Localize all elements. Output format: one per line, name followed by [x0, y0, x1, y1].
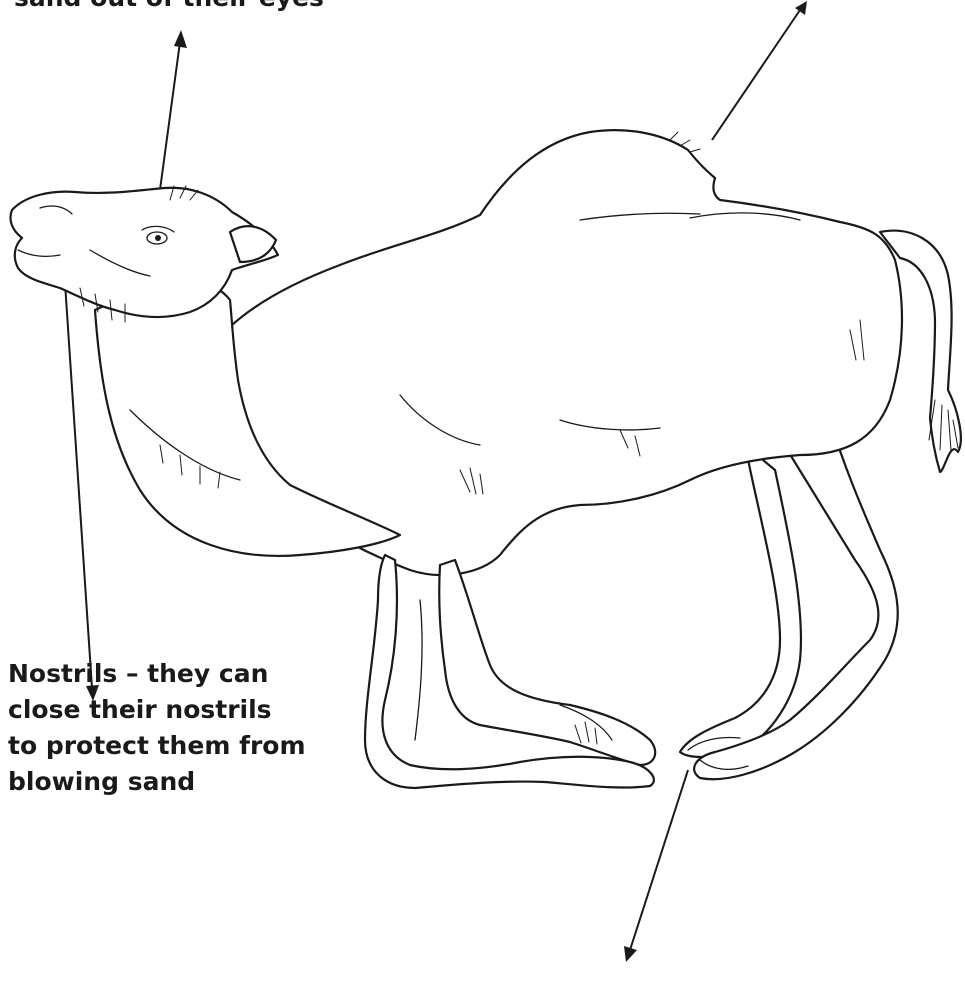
nostrils-label-line-3: to protect them from: [8, 728, 353, 764]
nostrils-label-line-4: blowing sand: [8, 764, 353, 800]
nostrils-label-line-1: Nostrils – they can: [8, 656, 353, 692]
camel-front-leg-far: [439, 560, 655, 765]
arrow-to-eyes: [157, 30, 187, 212]
nostrils-label-line-2: close their nostrils: [8, 692, 353, 728]
arrow-to-nostrils: [62, 238, 99, 701]
arrow-to-hump: [712, 1, 807, 140]
eyes-label: sand out of their eyes: [14, 0, 324, 16]
camel-back-leg-far: [680, 445, 801, 757]
arrow-to-feet: [624, 770, 688, 962]
nostrils-label: Nostrils – they can close their nostrils…: [8, 656, 353, 800]
